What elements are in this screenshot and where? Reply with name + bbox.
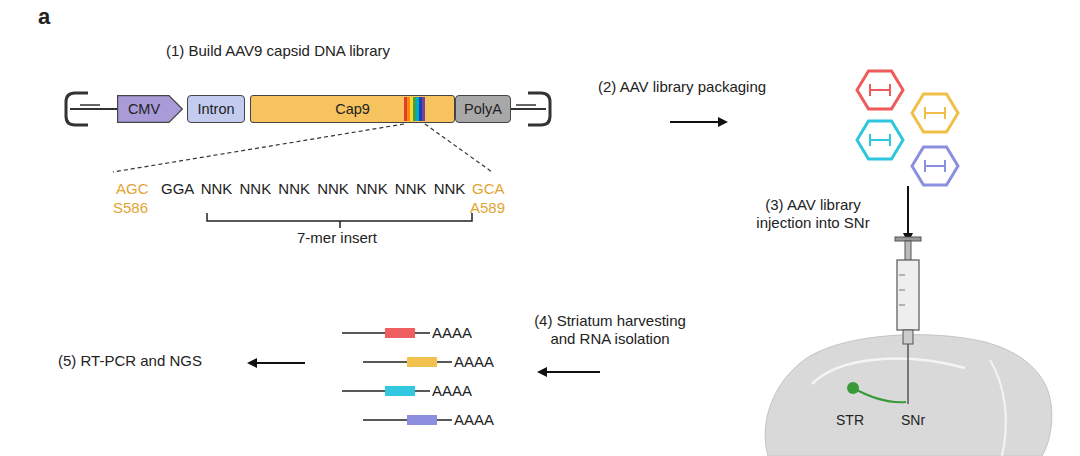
polya-tail: AAAA xyxy=(432,324,472,342)
promoter-box: CMV xyxy=(117,95,183,123)
itr-symbol xyxy=(80,104,100,106)
sequence-text: GGA NNK NNK NNK NNK NNK NNK NNK xyxy=(161,180,465,198)
polya-tail: AAAA xyxy=(432,382,472,400)
brain-illustration xyxy=(765,335,1052,456)
capsid-hexagon xyxy=(857,71,903,109)
step-label: (5) RT-PCR and NGS xyxy=(58,352,202,370)
capsid-hexagon xyxy=(912,147,958,185)
itr-symbol xyxy=(528,93,550,125)
zoom-line xyxy=(113,124,404,172)
step-arrow xyxy=(670,121,726,123)
capsid-hexagon xyxy=(912,94,958,132)
residue-label: S586 xyxy=(113,199,148,217)
insert-label: 7-mer insert xyxy=(297,229,377,247)
region-label: SNr xyxy=(901,411,925,429)
insert-bracket xyxy=(207,213,472,228)
barcode-box xyxy=(407,415,437,425)
step-arrow xyxy=(907,186,909,241)
step-arrow xyxy=(539,371,600,373)
barcode-box xyxy=(407,357,437,367)
step-label: (2) AAV library packaging xyxy=(598,78,766,96)
codon-text: AGC xyxy=(116,180,149,198)
zoom-line xyxy=(425,124,492,172)
polya-tail: AAAA xyxy=(454,411,494,429)
barcode-box xyxy=(385,386,415,396)
backbone-line xyxy=(70,108,117,110)
brain-structure xyxy=(812,359,965,384)
region-label: STR xyxy=(836,411,864,429)
capsid-gene-box: Cap9 xyxy=(250,95,455,123)
itr-symbol xyxy=(66,93,88,125)
step-label: (3) AAV library injection into SNr xyxy=(742,196,884,232)
box-text: Intron xyxy=(197,101,234,117)
panel-letter: a xyxy=(38,4,50,30)
box-text: Cap9 xyxy=(335,101,370,117)
polya-box: PolyA xyxy=(455,95,511,123)
intron-box: Intron xyxy=(187,95,245,123)
codon-text: GCA xyxy=(472,180,505,198)
barcode-box xyxy=(385,328,415,338)
itr-symbol xyxy=(516,104,536,106)
str-dot xyxy=(847,382,859,394)
brain-structure xyxy=(990,360,1006,456)
box-text: PolyA xyxy=(464,101,502,117)
step-label: (1) Build AAV9 capsid DNA library xyxy=(166,42,390,60)
box-text: CMV xyxy=(128,101,160,117)
capsid-hexagon xyxy=(857,121,903,159)
polya-tail: AAAA xyxy=(454,353,494,371)
step-label: (4) Striatum harvesting and RNA isolatio… xyxy=(524,312,696,348)
backbone-line xyxy=(510,108,546,110)
projection-line xyxy=(853,388,906,402)
residue-label: A589 xyxy=(470,199,505,217)
step-arrow xyxy=(249,362,305,364)
aav-capsids xyxy=(857,71,958,185)
syringe xyxy=(895,237,921,404)
mrna-lines xyxy=(342,333,452,420)
